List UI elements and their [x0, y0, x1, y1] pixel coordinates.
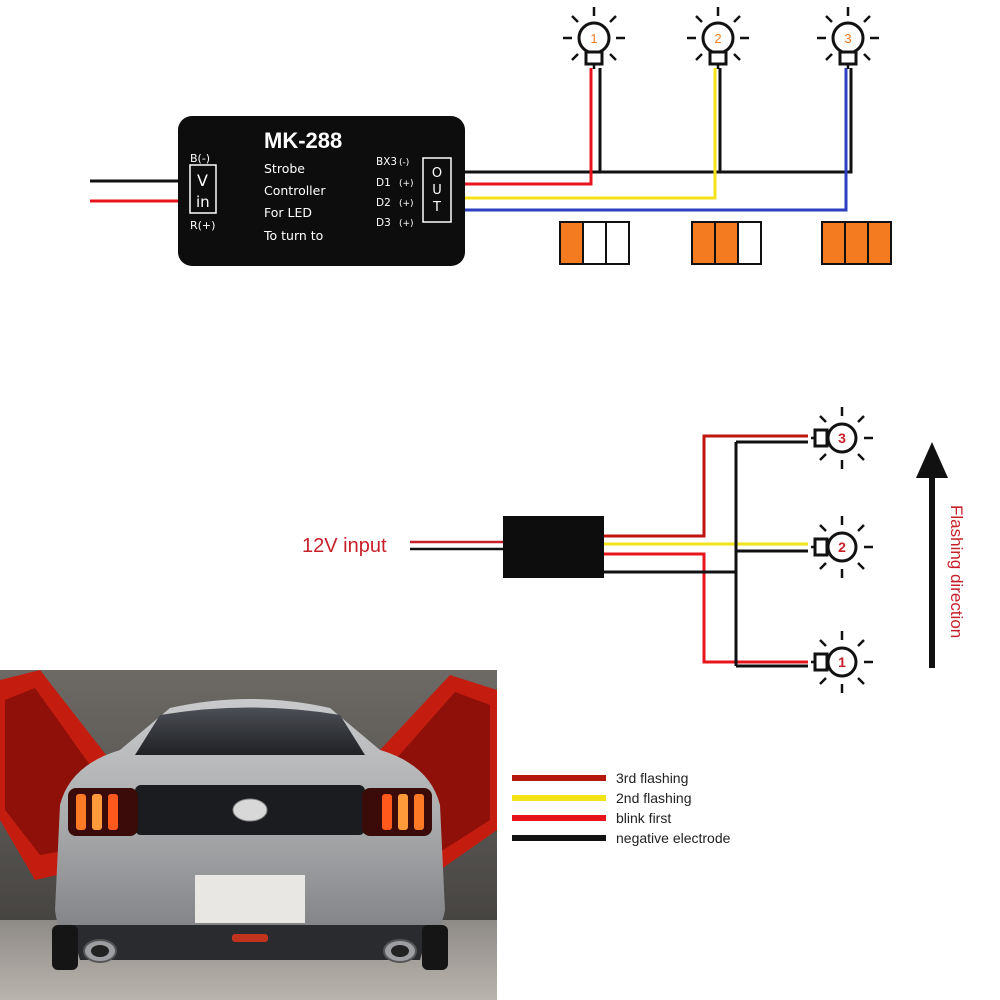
- car-rear-illustration: [0, 670, 497, 1000]
- top-bulb-1: 1: [561, 5, 627, 71]
- top-input-wires: [90, 179, 190, 203]
- bottom-bulb-1: 1: [809, 629, 875, 695]
- out-frame: [422, 157, 452, 223]
- sequence-cell-lit: [844, 221, 869, 265]
- wire-legend: 3rd flashing 2nd flashing blink first ne…: [512, 768, 812, 848]
- legend-label: 3rd flashing: [616, 770, 689, 786]
- top-bulb-2-number: 2: [714, 31, 721, 46]
- bottom-input-wires: [410, 540, 505, 551]
- bottom-bulb-3-number: 3: [838, 430, 846, 446]
- pin-d2-sign: (+): [399, 199, 414, 209]
- pin-d2-name: D2: [376, 197, 391, 209]
- legend-label: blink first: [616, 810, 672, 826]
- pin-bx3-name: BX3: [376, 156, 397, 168]
- pin-d3-sign: (+): [399, 219, 414, 229]
- bottom-bulb-3: 3: [809, 405, 875, 471]
- controller-desc-3: For LED: [264, 205, 312, 220]
- top-bulb-1-number: 1: [590, 31, 597, 46]
- top-bulb-3-number: 3: [844, 31, 851, 46]
- sequence-cell-lit: [714, 221, 739, 265]
- sequence-group-2: [691, 221, 762, 265]
- mk288-controller: MK-288 Strobe Controller For LED To turn…: [178, 116, 465, 266]
- sequence-group-3: [821, 221, 892, 265]
- sequence-cell-unlit: [605, 221, 630, 265]
- sequence-cell-lit: [559, 221, 584, 265]
- top-bulb-2: 2: [685, 5, 751, 71]
- bottom-bulb-2: 2: [809, 514, 875, 580]
- out-letter: T: [432, 200, 441, 215]
- vin-top-label: V: [197, 171, 208, 190]
- sequence-indicators: [559, 221, 892, 265]
- sequence-cell-lit: [691, 221, 716, 265]
- direction-label: Flashing direction: [947, 505, 966, 638]
- input-label: 12V input: [302, 535, 387, 557]
- out-letter: U: [432, 183, 442, 198]
- pin-d3-name: D3: [376, 217, 391, 229]
- r-pos-label: R(+): [190, 219, 215, 232]
- bottom-output-wires: [604, 434, 808, 668]
- sequence-cell-unlit: [582, 221, 607, 265]
- pin-d1-sign: (+): [399, 179, 414, 189]
- bottom-controller-box: [503, 516, 604, 578]
- out-letter: O: [432, 166, 442, 181]
- sequence-cell-unlit: [737, 221, 762, 265]
- b-neg-label: B(-): [190, 152, 210, 165]
- legend-swatch: [512, 835, 606, 841]
- legend-item: negative electrode: [512, 828, 812, 848]
- legend-item: blink first: [512, 808, 812, 828]
- legend-item: 2nd flashing: [512, 788, 812, 808]
- top-bulb-3: 3: [815, 5, 881, 71]
- vin-frame: [189, 164, 217, 214]
- legend-swatch: [512, 815, 606, 821]
- legend-label: 2nd flashing: [616, 790, 692, 806]
- legend-swatch: [512, 795, 606, 801]
- flashing-direction-arrow: [916, 442, 948, 668]
- sequence-cell-lit: [821, 221, 846, 265]
- controller-desc-2: Controller: [264, 183, 326, 198]
- car-rear-photo: [0, 670, 497, 1000]
- sequence-group-1: [559, 221, 630, 265]
- pin-d1-name: D1: [376, 177, 391, 189]
- pin-bx3-sign: (-): [399, 158, 409, 168]
- bottom-bulb-2-number: 2: [838, 539, 846, 555]
- legend-swatch: [512, 775, 606, 781]
- vin-bottom-label: in: [196, 193, 210, 211]
- sequence-cell-lit: [867, 221, 892, 265]
- bottom-bulb-1-number: 1: [838, 654, 846, 670]
- top-output-wires: [460, 68, 853, 212]
- controller-model: MK-288: [264, 128, 342, 153]
- legend-label: negative electrode: [616, 830, 731, 846]
- controller-desc-4: To turn to: [263, 228, 323, 243]
- legend-item: 3rd flashing: [512, 768, 812, 788]
- controller-desc-1: Strobe: [264, 161, 305, 176]
